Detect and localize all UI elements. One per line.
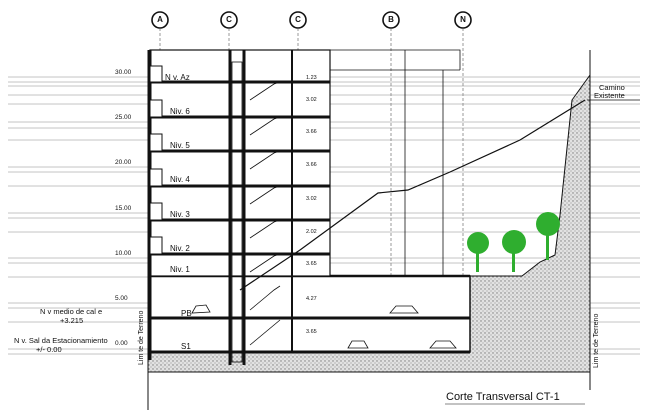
- label-s1: S1: [181, 342, 191, 351]
- terrain-limit-left: Lim te de Terreno: [138, 311, 145, 365]
- tree-3: [536, 212, 560, 236]
- axis-label-2: C: [226, 15, 232, 24]
- elevation-labels: 30.00 25.00 20.00 15.00 10.00 5.00 0.00: [115, 69, 132, 347]
- upper-frame: [330, 49, 461, 276]
- level-labels: N v. Az Niv. 6 Niv. 5 Niv. 4 Niv. 3 Niv.…: [165, 73, 192, 351]
- axis-bubble-1: A: [151, 11, 169, 29]
- note-calle-value: +3.215: [60, 316, 83, 325]
- elevation-10: 10.00: [115, 250, 132, 257]
- note-road-line1: Camino: [599, 83, 625, 92]
- axis-label-1: A: [157, 15, 163, 24]
- dimension-5: 3.02: [306, 196, 317, 202]
- elevation-30: 30.00: [115, 69, 132, 76]
- dimension-1: 1.23: [306, 75, 317, 81]
- car-2: [389, 305, 419, 314]
- label-azotea: N v. Az: [165, 73, 190, 82]
- car-1: [191, 304, 211, 314]
- dimension-8: 4.27: [306, 296, 317, 302]
- terrain-profile: [239, 99, 586, 291]
- road-note: Camino Existente: [587, 83, 640, 101]
- dimension-6: 2.02: [306, 229, 317, 235]
- elevation-0: 0.00: [115, 340, 128, 347]
- elevation-15: 15.00: [115, 205, 132, 212]
- axis-label-3: C: [295, 15, 301, 24]
- stairs: [249, 81, 281, 346]
- label-niv2: Niv. 2: [170, 244, 190, 253]
- elevation-5: 5.00: [115, 295, 128, 302]
- elevation-25: 25.00: [115, 114, 132, 121]
- car-3: [347, 340, 369, 349]
- note-parking-value: +/- 0.00: [36, 345, 62, 354]
- note-calle-level: N v medio de cal e: [40, 307, 102, 316]
- label-niv5: Niv. 5: [170, 141, 190, 150]
- label-pb: PB: [181, 309, 192, 318]
- terrain-limit-right: Lim te de Terreno: [593, 314, 600, 368]
- dimension-9: 3.65: [306, 329, 317, 335]
- dimension-3: 3.66: [306, 129, 317, 135]
- facade-windows: [149, 65, 163, 255]
- axis-label-4: B: [388, 15, 394, 24]
- dimension-2: 3.02: [306, 97, 317, 103]
- dimension-4: 3.66: [306, 162, 317, 168]
- level-notes: N v medio de cal e +3.215 N v. Sal da Es…: [14, 307, 108, 354]
- label-niv3: Niv. 3: [170, 210, 190, 219]
- label-niv4: Niv. 4: [170, 175, 190, 184]
- label-niv6: Niv. 6: [170, 107, 190, 116]
- dimension-7: 3.65: [306, 261, 317, 267]
- dimension-labels: 1.23 3.02 3.66 3.66 3.02 2.02 3.65 4.27 …: [306, 75, 317, 335]
- axis-bubble-4: B: [382, 11, 400, 29]
- tree-2: [502, 230, 526, 254]
- car-4: [429, 340, 457, 349]
- basement-structure: [149, 274, 471, 354]
- trees: [467, 212, 560, 272]
- axis-bubble-5: N: [454, 11, 472, 29]
- axis-label-5: N: [460, 15, 466, 24]
- axis-bubble-3: C: [289, 11, 307, 29]
- tree-1: [467, 232, 489, 254]
- note-parking-level: N v. Sal da Estacionamiento: [14, 336, 108, 345]
- drawing-title: Corte Transversal CT-1: [446, 391, 560, 403]
- tower-structure: [148, 49, 331, 365]
- note-road-line2: Existente: [594, 91, 625, 100]
- cars: [191, 304, 457, 349]
- axis-bubbles: A C C B N: [151, 11, 472, 29]
- label-niv1: Niv. 1: [170, 265, 190, 274]
- axis-bubble-2: C: [220, 11, 238, 29]
- elevation-20: 20.00: [115, 159, 132, 166]
